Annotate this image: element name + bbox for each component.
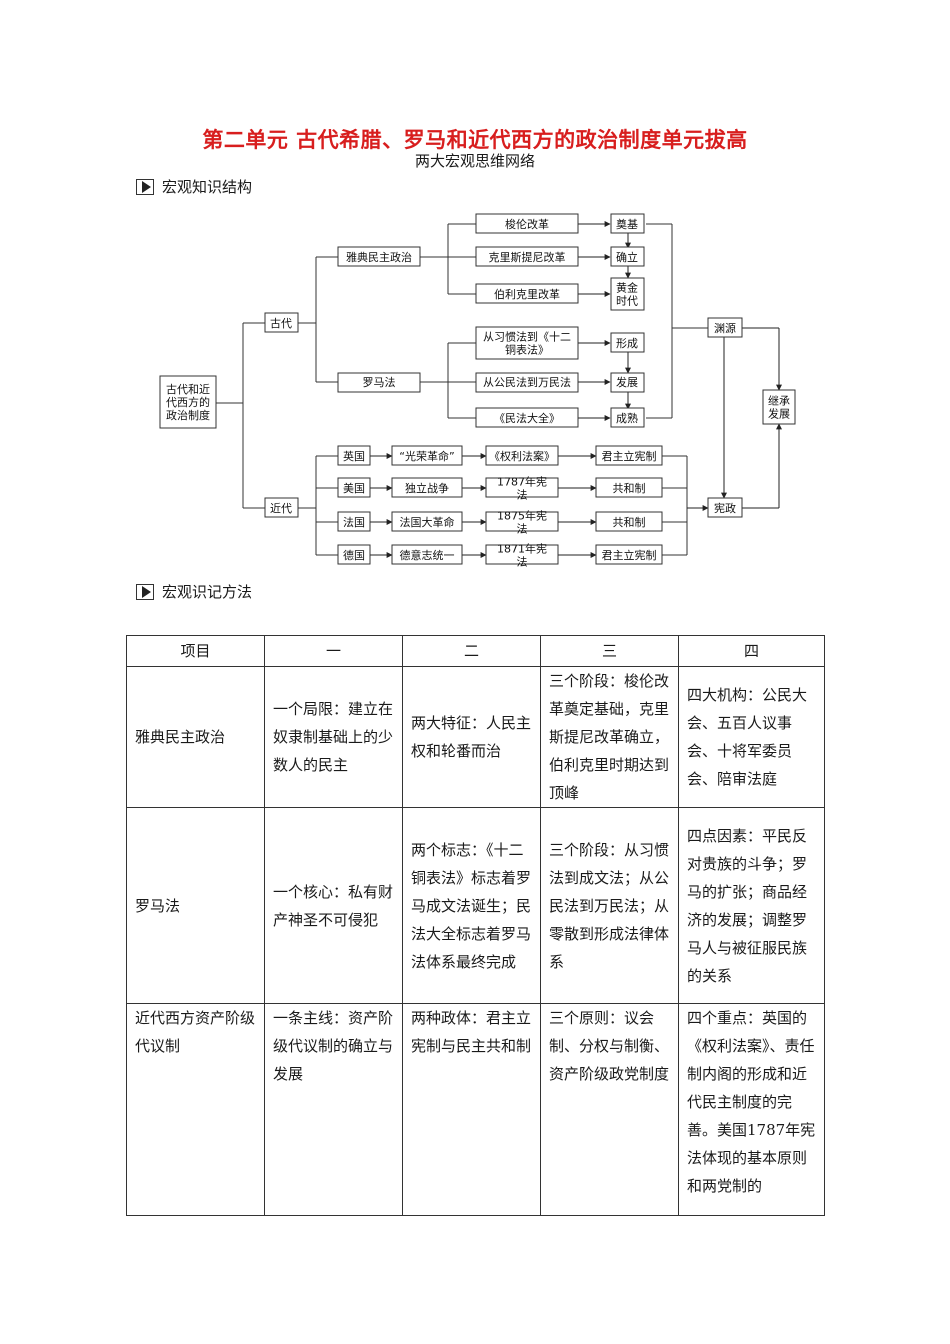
table-header-cell: 二 — [402, 635, 541, 667]
node-document: 1875年宪法 — [497, 509, 547, 536]
play-icon — [136, 583, 154, 600]
section-method-label: 宏观识记方法 — [162, 583, 253, 601]
node-country: 法国 — [343, 515, 365, 529]
table-cell: 两个标志：《十二铜表法》标志着罗马成文法诞生；民法大全标志着罗马法体系最终完成 — [402, 807, 541, 1004]
memory-method-table: 项目 一 二 三 四 雅典民主政治 一个局限：建立在奴隶制基础上的少数人的民主 … — [126, 635, 825, 1216]
section-method: 宏观识记方法 — [136, 581, 252, 602]
page-title: 第二单元 古代希腊、罗马和近代西方的政治制度单元拔高 — [202, 128, 748, 152]
node-system: 君主立宪制 — [602, 548, 657, 562]
table-header-cell: 项目 — [126, 635, 265, 667]
table-cell: 一条主线：资产阶级代议制的确立与发展 — [264, 1003, 403, 1216]
table-cell: 罗马法 — [126, 807, 265, 1004]
node-root: 古代和近代西方的政治制度 — [166, 383, 210, 422]
node-event: “光荣革命” — [399, 449, 454, 463]
table-header-cell: 一 — [264, 635, 403, 667]
node-document: 1871年宪法 — [497, 542, 547, 569]
node-rome-item: 从公民法到万民法 — [483, 375, 571, 389]
node-athens-stage: 黄金时代 — [616, 281, 638, 308]
node-ancient: 古代 — [270, 317, 292, 330]
node-rome: 罗马法 — [363, 375, 396, 389]
play-icon — [136, 178, 154, 195]
table-row: 近代西方资产阶级代议制 一条主线：资产阶级代议制的确立与发展 两种政体：君主立宪… — [126, 1003, 825, 1216]
table-cell: 四点因素：平民反对贵族的斗争；罗马的扩张；商品经济的发展；调整罗马人与被征服民族… — [678, 807, 825, 1004]
table-cell: 四大机构：公民大会、五百人议事会、十将军委员会、陪审法庭 — [678, 666, 825, 808]
table-cell: 两种政体：君主立宪制与民主共和制 — [402, 1003, 541, 1216]
table-cell: 四个重点：英国的《权利法案》、责任制内阁的形成和近代民主制度的完善。美国1787… — [678, 1003, 825, 1216]
node-athens-reform: 克里斯提尼改革 — [489, 250, 566, 264]
node-country: 德国 — [343, 548, 365, 562]
table-cell: 三个阶段：从习惯法到成文法；从公民法到万民法；从零散到形成法律体系 — [540, 807, 679, 1004]
table-cell: 三个原则：议会制、分权与制衡、资产阶级政党制度 — [540, 1003, 679, 1216]
node-athens-reform: 梭伦改革 — [505, 217, 549, 231]
node-rome-stage: 发展 — [616, 375, 638, 389]
node-rome-item: 《民法大全》 — [494, 411, 560, 425]
node-athens-reform: 伯利克里改革 — [494, 287, 560, 301]
table-row: 罗马法 一个核心：私有财产神圣不可侵犯 两个标志：《十二铜表法》标志着罗马成文法… — [126, 807, 825, 1004]
page-subtitle: 两大宏观思维网络 — [414, 152, 535, 170]
table-cell: 雅典民主政治 — [126, 666, 265, 808]
table-header-cell: 三 — [540, 635, 679, 667]
node-rome-stage: 形成 — [616, 337, 638, 350]
node-document: 《权利法案》 — [489, 449, 555, 463]
node-document: 1787年宪法 — [497, 475, 547, 502]
table-row: 雅典民主政治 一个局限：建立在奴隶制基础上的少数人的民主 两大特征：人民主权和轮… — [126, 666, 825, 808]
table-cell: 两大特征：人民主权和轮番而治 — [402, 666, 541, 808]
node-event: 法国大革命 — [400, 515, 455, 529]
node-system: 君主立宪制 — [602, 449, 657, 463]
section-structure-label: 宏观知识结构 — [162, 178, 253, 196]
node-country: 英国 — [343, 449, 365, 463]
node-athens: 雅典民主政治 — [346, 250, 412, 264]
table-cell: 一个局限：建立在奴隶制基础上的少数人的民主 — [264, 666, 403, 808]
node-event: 独立战争 — [405, 481, 449, 495]
node-event: 德意志统一 — [400, 548, 455, 562]
node-modern: 近代 — [270, 502, 292, 515]
node-origin: 渊源 — [714, 321, 736, 335]
table-cell: 一个核心：私有财产神圣不可侵犯 — [264, 807, 403, 1004]
table-cell: 近代西方资产阶级代议制 — [126, 1003, 265, 1216]
node-country: 美国 — [343, 482, 365, 495]
node-inherit: 继承发展 — [768, 395, 790, 421]
section-structure: 宏观知识结构 — [136, 176, 252, 197]
node-rome-item: 从习惯法到《十二铜表法》 — [483, 330, 571, 357]
table-cell: 三个阶段：梭伦改革奠定基础，克里斯提尼改革确立，伯利克里时期达到顶峰 — [540, 666, 679, 808]
node-athens-stage: 确立 — [616, 250, 638, 264]
table-header-row: 项目 一 二 三 四 — [126, 635, 825, 667]
node-constitution: 宪政 — [714, 501, 736, 515]
node-system: 共和制 — [613, 516, 646, 529]
node-rome-stage: 成熟 — [616, 411, 638, 425]
table-header-cell: 四 — [678, 635, 825, 667]
node-athens-stage: 奠基 — [616, 217, 638, 231]
node-system: 共和制 — [613, 482, 646, 495]
